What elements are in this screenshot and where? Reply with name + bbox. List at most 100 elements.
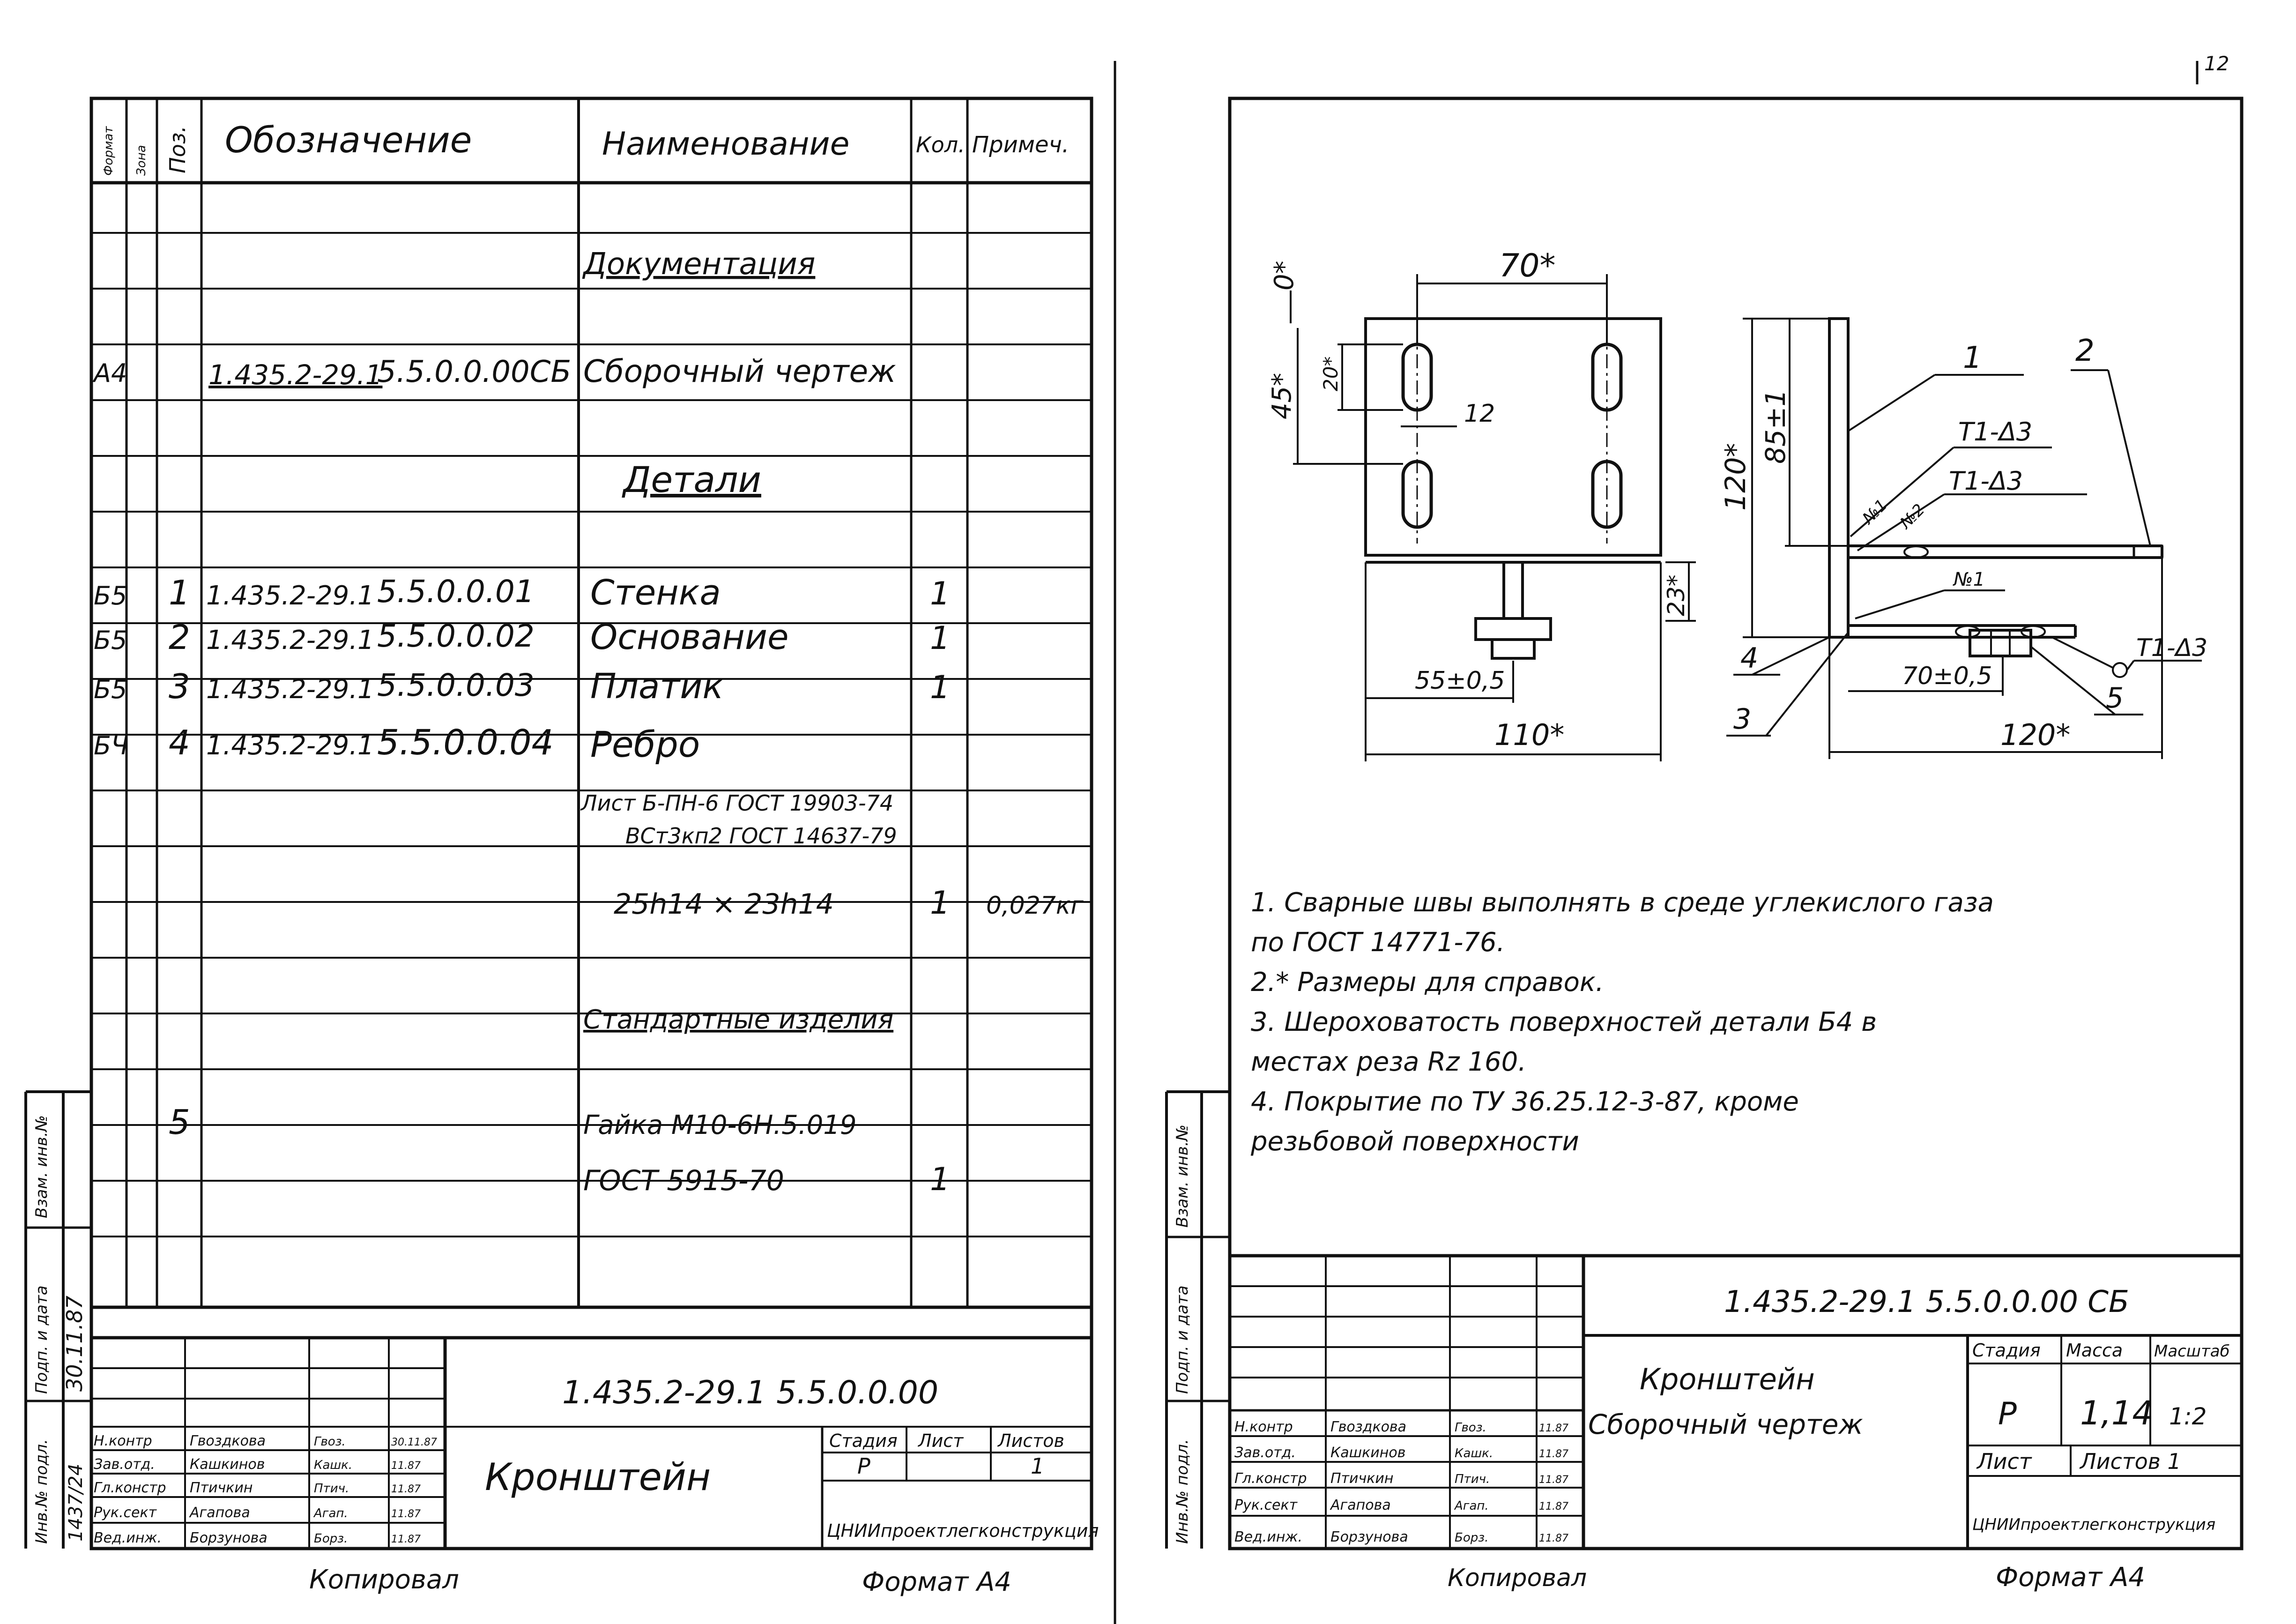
tb-date: 11.87 xyxy=(1539,1533,1568,1544)
table-row: Б5 2 1.435.2-29.1 5.5.0.0.02 Основание 1 xyxy=(94,617,950,657)
left-sheet: Взам. инв.№ Подп. и дата Инв.№ подл. 30.… xyxy=(24,97,1099,1597)
header-format: Формат xyxy=(102,126,116,176)
dim-0: 0* xyxy=(1269,261,1300,291)
row-designation: 1.435.2-29.1 xyxy=(208,359,382,391)
dim-55: 55±0,5 xyxy=(1415,667,1505,695)
tb-signature: Агап. xyxy=(313,1506,348,1520)
side-label-inv: Инв.№ подл. xyxy=(32,1439,51,1544)
dim-20: 20* xyxy=(1319,357,1342,391)
left-frame xyxy=(89,97,1093,1550)
row-format: А4 xyxy=(92,358,127,388)
side-value-date: 30.11.87 xyxy=(62,1296,87,1392)
callout-1: 1 xyxy=(1963,341,1982,375)
header-note: Примеч. xyxy=(972,132,1069,158)
tb-date: 30.11.87 xyxy=(391,1437,437,1448)
header-pos: Поз. xyxy=(165,126,190,173)
table-row: Документация xyxy=(582,247,815,282)
left-stage-label: Стадия xyxy=(829,1430,898,1451)
note-line: резьбовой поверхности xyxy=(1250,1126,1579,1157)
corner-mark: 12 xyxy=(2204,52,2229,75)
tb-date: 11.87 xyxy=(391,1460,421,1472)
table-row: 5 Гайка М10-6Н.5.019 xyxy=(169,1103,857,1142)
tb-person: Борзунова xyxy=(190,1530,267,1546)
section-parts: Детали xyxy=(622,459,761,500)
right-title-line2: Сборочный чертеж xyxy=(1588,1408,1863,1440)
header-qty: Кол. xyxy=(916,132,965,157)
row-name: Гайка М10-6Н.5.019 xyxy=(583,1110,857,1140)
right-frame xyxy=(1228,97,2244,1550)
tb-date: 11.87 xyxy=(1539,1448,1568,1460)
row-code: 5.5.0.0.00СБ xyxy=(377,355,571,389)
row-name: Стенка xyxy=(590,573,721,613)
left-stage: Р xyxy=(857,1453,870,1479)
tb-role: Н.контр xyxy=(1234,1419,1293,1435)
weld-label-1: Т1-Δ3 xyxy=(1958,417,2032,447)
right-side-label-inv: Инв.№ подл. xyxy=(1173,1439,1192,1544)
table-row: 25h14 × 23h14 1 0,027кг xyxy=(614,885,1084,922)
note-line: 3. Шероховатость поверхностей детали Б4 … xyxy=(1251,1007,1877,1037)
left-sheets-label: Листов xyxy=(997,1430,1064,1451)
tb-signature: Гвоз. xyxy=(1455,1421,1486,1435)
tb-person: Птичкин xyxy=(1330,1470,1394,1487)
right-title-line1: Кронштейн xyxy=(1640,1362,1815,1396)
row-format: Б5 xyxy=(94,581,127,611)
row-designation: 1.435.2-29.1 xyxy=(206,581,374,611)
row-pos: 2 xyxy=(169,618,190,657)
side-value-inv: 1437/24 xyxy=(65,1464,87,1542)
table-row: ГОСТ 5915-70 1 xyxy=(583,1161,950,1198)
right-title-block: 1.435.2-29.1 5.5.0.0.00 СБ Кронштейн Сбо… xyxy=(1230,1254,2242,1549)
section-documentation: Документация xyxy=(582,247,815,282)
nut-side xyxy=(1969,629,2032,657)
row-pos: 1 xyxy=(169,573,190,612)
table-row: Б5 3 1.435.2-29.1 5.5.0.0.03 Платик 1 xyxy=(94,666,950,707)
row-code: 5.5.0.0.02 xyxy=(377,618,535,654)
side-label-replace: Взам. инв.№ xyxy=(32,1115,51,1218)
right-sheets-label: Листов 1 xyxy=(2079,1449,2181,1474)
tb-role: Рук.сект xyxy=(94,1505,157,1521)
tb-role: Н.контр xyxy=(94,1433,152,1449)
row-designation: 1.435.2-29.1 xyxy=(206,625,374,656)
right-scale-label: Масштаб xyxy=(2154,1342,2230,1361)
note-line: 2.* Размеры для справок. xyxy=(1251,967,1604,998)
row-code: 5.5.0.0.04 xyxy=(377,723,554,763)
front-view: 70* 0* 45* 20* 12 23* 55±0,5 xyxy=(1267,247,1696,761)
right-scale: 1:2 xyxy=(2169,1403,2207,1430)
right-sheet-label: Лист xyxy=(1976,1449,2032,1474)
tb-role: Гл.констр xyxy=(1234,1470,1307,1487)
left-title-block: 1.435.2-29.1 5.5.0.0.00 Кронштейн Стадия… xyxy=(91,1336,1099,1549)
dim-12: 12 xyxy=(1464,400,1495,428)
tb-role: Рук.сект xyxy=(1234,1497,1298,1513)
weld-label-3: Т1-Δ3 xyxy=(2136,634,2207,662)
dim-45: 45* xyxy=(1267,373,1297,419)
dim-70: 70* xyxy=(1499,247,1556,284)
note-line: 4. Покрытие по ТУ 36.25.12-3-87, кроме xyxy=(1251,1087,1799,1117)
row-qty: 1 xyxy=(930,669,950,706)
callout-4: 4 xyxy=(1740,642,1758,675)
callout-5: 5 xyxy=(2106,682,2124,715)
weld-label-2: Т1-Δ3 xyxy=(1949,466,2023,496)
tb-person: Кашкинов xyxy=(190,1456,265,1473)
tb-date: 11.87 xyxy=(391,1483,421,1495)
tb-person: Агапова xyxy=(1330,1497,1391,1513)
row-qty: 1 xyxy=(930,575,950,612)
row-code: 5.5.0.0.01 xyxy=(377,574,535,610)
right-copied: Копировал xyxy=(1448,1564,1587,1592)
tb-signature: Гвоз. xyxy=(314,1435,346,1449)
table-row: БЧ 4 1.435.2-29.1 5.5.0.0.04 Ребро xyxy=(94,723,700,765)
side-view: 120* 85±1 70±0,5 120* 1 2 Т1-Δ3 №1 xyxy=(1719,317,2207,759)
row-name: ГОСТ 5915-70 xyxy=(583,1164,784,1197)
tb-role: Вед.инж. xyxy=(94,1530,162,1546)
right-side-label-sign-date: Подп. и дата xyxy=(1173,1285,1192,1394)
row-name: Платик xyxy=(590,666,723,707)
callout-3: 3 xyxy=(1733,703,1751,736)
row-pos: 3 xyxy=(169,667,190,706)
material-sheet: Лист Б-ПН-6 ГОСТ 19903-74 xyxy=(580,790,893,816)
tb-role: Гл.констр xyxy=(94,1480,166,1496)
row-code: 5.5.0.0.03 xyxy=(377,667,535,703)
tb-date: 11.87 xyxy=(1539,1474,1568,1486)
right-mass: 1,14 xyxy=(2080,1394,2153,1432)
row-qty: 1 xyxy=(930,1161,950,1198)
tb-signature: Борз. xyxy=(314,1532,348,1546)
header-zone: Зона xyxy=(134,145,149,176)
